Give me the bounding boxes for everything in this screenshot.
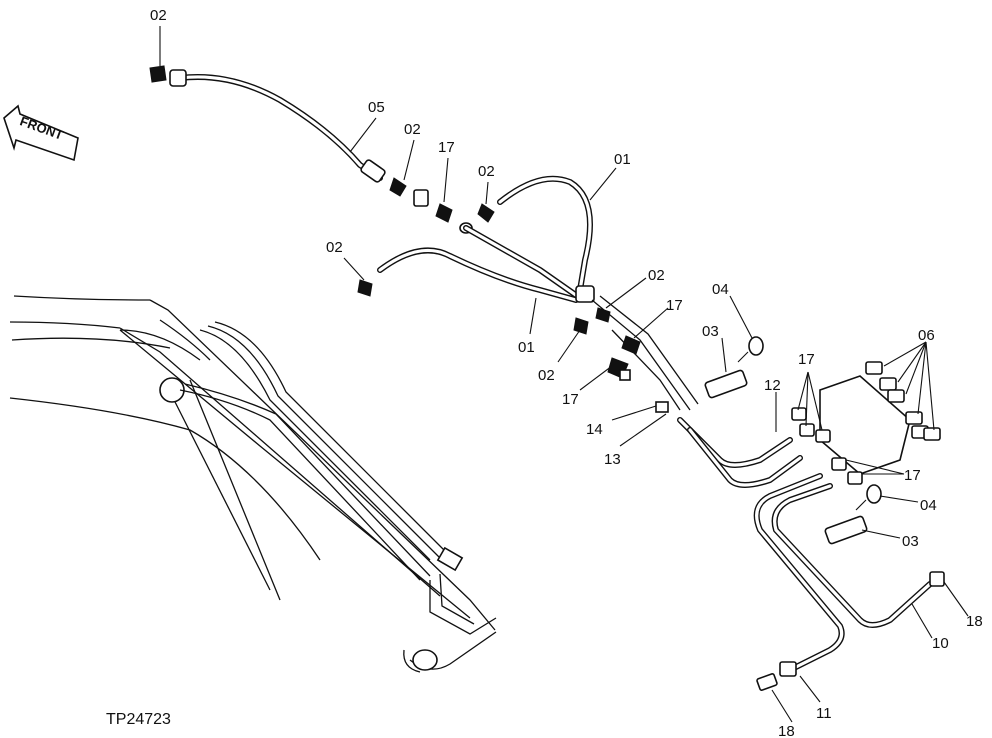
hose-01-lower xyxy=(377,247,595,303)
callout-06: 06 xyxy=(918,327,935,344)
hose-05-end-fitting xyxy=(169,69,187,87)
adapter-02-b xyxy=(477,203,495,223)
front-arrow: FRONT xyxy=(3,104,79,162)
callout-12: 12 xyxy=(764,377,781,394)
tube-11 xyxy=(753,473,845,691)
hose-05-end-fitting-b xyxy=(360,159,386,183)
hose-01-upper xyxy=(463,175,593,301)
callout-17-a: 17 xyxy=(438,139,455,156)
callout-11: 11 xyxy=(816,705,832,722)
fitting-17-lower xyxy=(791,407,863,485)
callout-05: 05 xyxy=(368,99,385,116)
callout-17-c: 17 xyxy=(562,391,579,408)
clamp-03-lower xyxy=(824,484,882,545)
adapter-02-d xyxy=(573,317,589,335)
callout-02-b: 02 xyxy=(478,163,495,180)
adapter-02-left xyxy=(357,279,373,297)
valve-cluster-center xyxy=(591,295,699,413)
control-block-06 xyxy=(819,361,941,475)
adapter-02-top xyxy=(149,65,167,83)
callout-04-bot: 04 xyxy=(920,497,937,514)
adapter-02-group xyxy=(149,65,611,335)
callout-03-top: 03 xyxy=(702,323,719,340)
callout-02-left: 02 xyxy=(326,239,343,256)
callout-02-c: 02 xyxy=(648,267,665,284)
adapter-02-c xyxy=(595,307,611,323)
clamp-03-upper xyxy=(704,336,764,399)
callout-17-e: 17 xyxy=(904,467,921,484)
callout-03-bot: 03 xyxy=(902,533,919,550)
tube-10 xyxy=(771,483,945,628)
callout-17-b: 17 xyxy=(666,297,683,314)
callout-18-right: 18 xyxy=(966,613,983,630)
callout-04-top: 04 xyxy=(712,281,729,298)
leader-lines xyxy=(159,26,969,723)
callout-01-mid: 01 xyxy=(518,339,535,356)
fitting-17-upper xyxy=(413,189,473,234)
callout-02-d: 02 xyxy=(538,367,555,384)
callout-14: 14 xyxy=(586,421,603,438)
callout-01-top: 01 xyxy=(614,151,631,168)
hose-05 xyxy=(169,69,386,183)
figure-id: TP24723 xyxy=(106,711,171,728)
callout-10: 10 xyxy=(932,635,949,652)
callout-13: 13 xyxy=(604,451,621,468)
callout-17-d: 17 xyxy=(798,351,815,368)
callout-labels: 02 05 02 17 02 01 02 02 01 17 02 17 04 0… xyxy=(150,7,983,738)
callout-02-top: 02 xyxy=(150,7,167,24)
callout-18-bot: 18 xyxy=(778,723,795,738)
callout-02-a: 02 xyxy=(404,121,421,138)
tube-12 xyxy=(677,417,803,488)
adapter-02-a xyxy=(389,177,407,197)
boom-arm-outline xyxy=(9,295,497,673)
